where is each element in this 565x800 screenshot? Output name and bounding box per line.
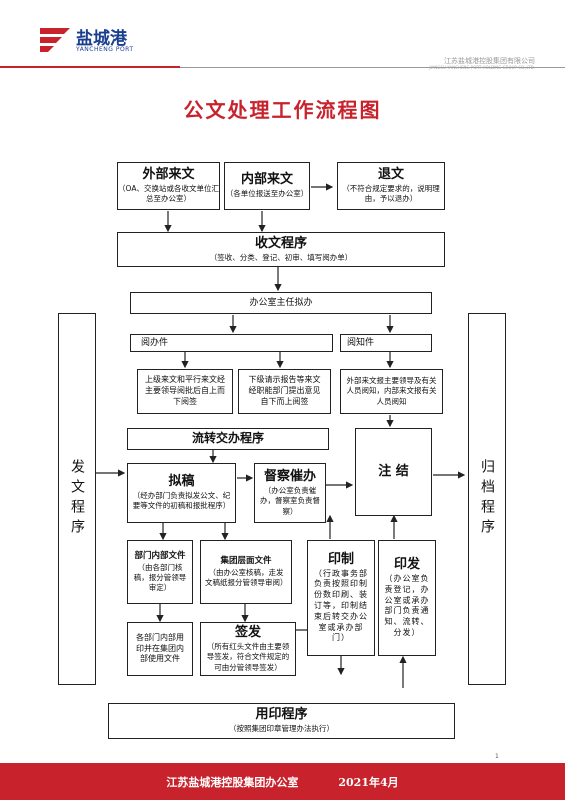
seal-procedure-desc: （按照集团印章管理办法执行） [229, 724, 334, 734]
supervise-title: 督察催办 [263, 469, 316, 485]
receive-procedure-title: 收文程序 [254, 235, 307, 251]
footer-bar: 江苏盐城港控股集团办公室 2021年4月 [0, 763, 565, 800]
logo-text-en: YANCHENG PORT [76, 46, 134, 53]
supervise-box: 督察催办 （办公室负责催办，督察室负责督察） [254, 463, 326, 523]
dept-internal-doc-box: 部门内部文件 （由各部门核稿，报分管领导审定） [127, 540, 193, 604]
page-number: 1 [495, 753, 499, 760]
director-box: 办公室主任拟办 [130, 292, 432, 314]
draft-box: 拟稿 （经办部门负责拟发公文、纪要等文件的初稿和报批程序） [127, 463, 236, 523]
logo-text-cn: 盐城港 [76, 29, 127, 49]
internal-incoming-box: 内部来文 （各单位报送至办公室） [224, 162, 310, 210]
footer-org: 江苏盐城港控股集团办公室 [166, 775, 299, 789]
receive-procedure-box: 收文程序 （签收、分类、登记、初审、填写阅办单） [117, 232, 445, 267]
supervise-desc: （办公室负责催办，督察室负责督察） [260, 486, 320, 516]
return-desc: （不符合规定要求的，说明理由，予以退办） [342, 184, 440, 204]
receive-procedure-desc: （签收、分类、登记、初审、填写阅办单） [209, 252, 353, 262]
group-level-doc-desc: （由办公室核稿，走发文稿纸报分管领导审阅） [205, 567, 288, 587]
page-title: 公文处理工作流程图 [183, 98, 382, 122]
distribute-title: 印发 [393, 557, 420, 573]
external-incoming-desc: （OA、交换站或各收文单位汇总至办公室） [118, 184, 219, 204]
draft-desc: （经办部门负责拟发公文、纪要等文件的初稿和报批程序） [132, 491, 231, 511]
outgoing-procedure-column: 发文程序 [58, 313, 96, 685]
notice-document-box: 阅知件 [340, 334, 432, 352]
footer-date: 2021年4月 [338, 775, 399, 789]
notice-desc-box: 外部来文报主要领导及有关人员阅知，内部来文报有关人员阅知 [340, 369, 443, 414]
header-divider-red [0, 66, 180, 68]
logo: 盐城港 YANCHENG PORT [38, 22, 158, 62]
seal-procedure-title: 用印程序 [255, 707, 308, 723]
archive-procedure-column: 归档程序 [468, 313, 506, 685]
company-name-cn: 江苏盐城港控股集团有限公司 [444, 57, 535, 65]
sign-desc: （所有红头文件由主要领导签发，符合文件规定的可由分管领导签发） [206, 642, 290, 672]
return-title: 退文 [377, 167, 404, 183]
conclude-box: 注 结 [355, 428, 432, 516]
dept-internal-doc-title: 部门内部文件 [134, 551, 186, 562]
internal-incoming-title: 内部来文 [240, 172, 293, 188]
group-level-doc-title: 集团层面文件 [220, 556, 272, 567]
distribute-box: 印发 （办公室负责登记，办公室或承办部门负责通知、流转、分发） [378, 540, 436, 656]
print-box: 印制 （行政事务部负责按照印制份数印刷、装订等，印制结束后转交办公室或承办部门） [307, 540, 375, 656]
upper-review-box: 上级来文和平行来文经主要领导阅批后自上而下阅签 [137, 369, 233, 414]
print-title: 印制 [327, 551, 354, 567]
sign-title: 签发 [234, 625, 261, 641]
header-divider-gray [180, 67, 565, 68]
external-incoming-title: 外部来文 [142, 167, 195, 183]
dept-internal-use-box: 各部门内部用印并在集团内部使用文件 [127, 622, 193, 676]
logo-mark-icon [40, 28, 70, 52]
print-desc: （行政事务部负责按照印制份数印刷、装订等，印制结束后转交办公室或承办部门） [314, 568, 368, 643]
outgoing-procedure-label: 发文程序 [69, 459, 85, 539]
external-incoming-box: 外部来文 （OA、交换站或各收文单位汇总至办公室） [117, 162, 220, 210]
lower-review-box: 下级请示报告等来文经职能部门提出意见自下而上阅签 [238, 369, 331, 414]
sign-box: 签发 （所有红头文件由主要领导签发，符合文件规定的可由分管领导签发） [200, 622, 296, 676]
handle-document-label: 阅办件 [141, 337, 169, 348]
notice-document-label: 阅知件 [347, 337, 375, 348]
archive-procedure-label: 归档程序 [479, 459, 495, 539]
draft-title: 拟稿 [168, 474, 195, 490]
circulate-procedure-box: 流转交办程序 [127, 428, 329, 450]
return-box: 退文 （不符合规定要求的，说明理由，予以退办） [337, 162, 445, 210]
internal-incoming-desc: （各单位报送至办公室） [225, 189, 309, 199]
dept-internal-doc-desc: （由各部门核稿，报分管领导审定） [133, 562, 187, 592]
group-level-doc-box: 集团层面文件 （由办公室核稿，走发文稿纸报分管领导审阅） [200, 540, 292, 604]
seal-procedure-box: 用印程序 （按照集团印章管理办法执行） [108, 703, 455, 739]
distribute-desc: （办公室负责登记，办公室或承办部门负责通知、流转、分发） [384, 574, 430, 638]
handle-document-box: 阅办件 [130, 334, 333, 352]
